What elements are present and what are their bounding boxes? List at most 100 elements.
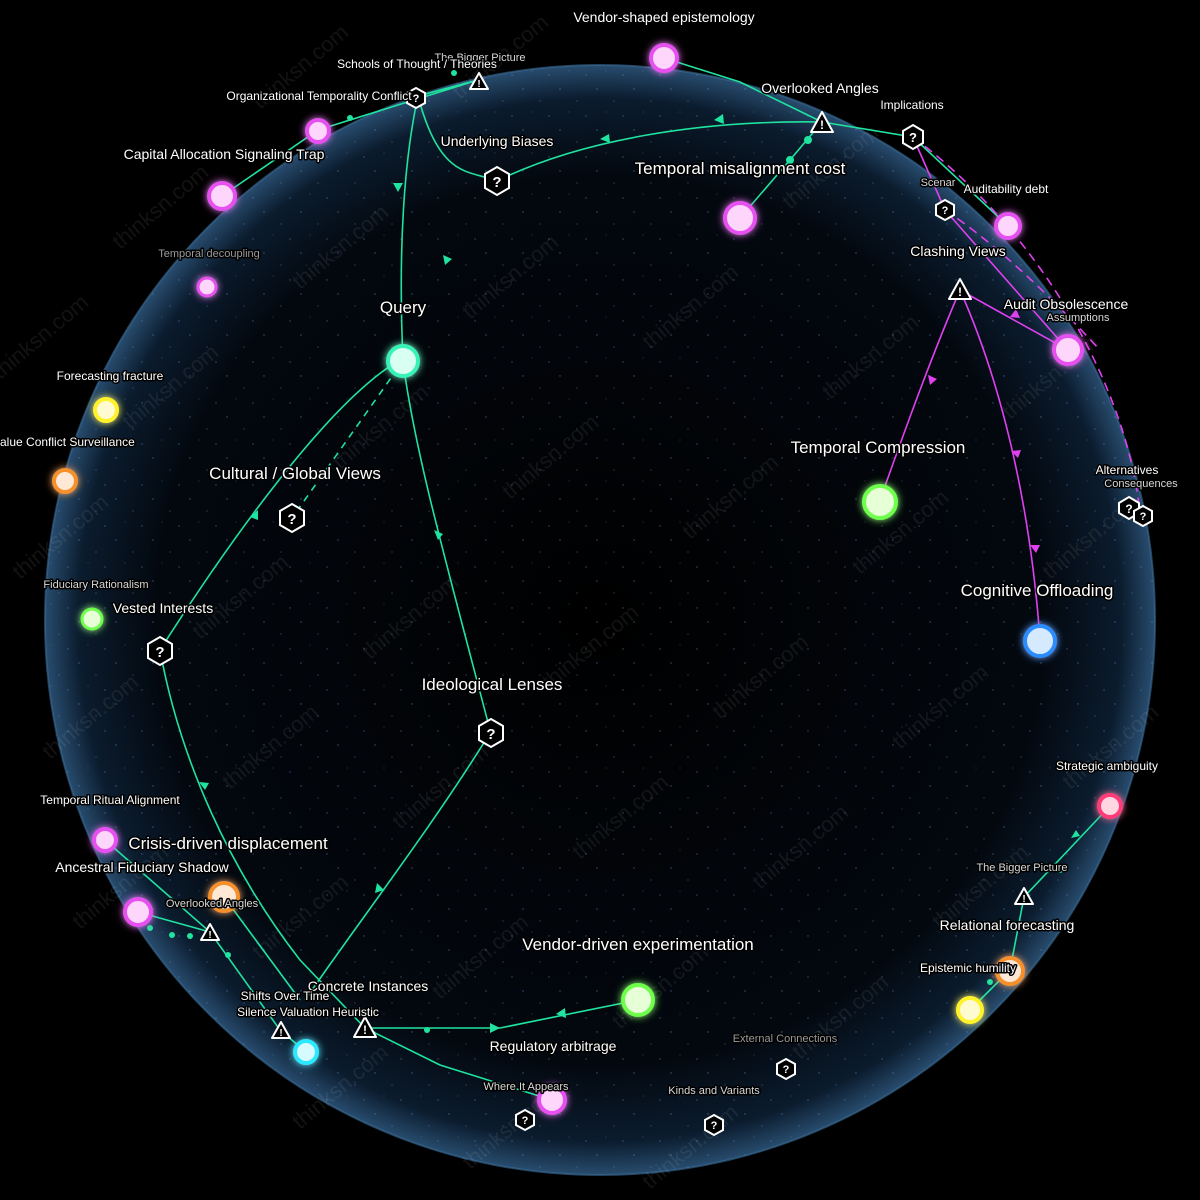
- label-value-conflict-surveillance[interactable]: alue Conflict Surveillance: [0, 434, 137, 451]
- label-cognitive-offloading[interactable]: Cognitive Offloading: [959, 580, 1115, 602]
- label-vendor-shaped-epistemology[interactable]: Vendor-shaped epistemology: [572, 8, 756, 27]
- label-overlooked-angles-bottom[interactable]: Overlooked Angles: [164, 897, 260, 912]
- label-external-connections[interactable]: External Connections: [731, 1032, 839, 1047]
- label-clashing-views[interactable]: Clashing Views: [909, 242, 1007, 261]
- warning-triangle-icon[interactable]: !: [810, 111, 834, 133]
- label-overlooked-angles-top[interactable]: Overlooked Angles: [760, 79, 881, 98]
- node-relational-forecasting[interactable]: [995, 956, 1025, 986]
- node-query[interactable]: [386, 344, 420, 378]
- question-hex-icon[interactable]: ?: [406, 86, 426, 110]
- node-temporal-compression[interactable]: [862, 484, 898, 520]
- label-the-bigger-picture-top[interactable]: The Bigger Picture: [433, 51, 527, 66]
- svg-text:?: ?: [1125, 502, 1132, 516]
- label-epistemic-humility[interactable]: Epistemic humility: [918, 960, 1017, 977]
- edge: [879, 289, 961, 501]
- label-fiduciary-rationalism[interactable]: Fiduciary Rationalism: [42, 578, 150, 593]
- label-crisis-driven-displacement[interactable]: Crisis-driven displacement: [127, 833, 330, 855]
- label-scenarios[interactable]: Scenar: [919, 176, 957, 191]
- label-vested-interests[interactable]: Vested Interests: [111, 599, 214, 618]
- node-silence-valuation-heuristic[interactable]: [293, 1039, 319, 1065]
- label-where-it-appears[interactable]: Where It Appears: [482, 1080, 570, 1095]
- node-capital-allocation-signaling-trap[interactable]: [207, 181, 237, 211]
- label-concrete-instances[interactable]: Concrete Instances: [306, 977, 430, 996]
- node-temporal-decoupling[interactable]: [196, 276, 218, 298]
- question-hex-icon[interactable]: ?: [478, 717, 504, 749]
- node-temporal-misalignment-cost[interactable]: [723, 201, 757, 235]
- question-hex-icon[interactable]: ?: [935, 198, 955, 222]
- label-query[interactable]: Query: [378, 297, 428, 319]
- label-alternatives[interactable]: Alternatives: [1094, 462, 1160, 479]
- edge: [400, 95, 419, 361]
- node-value-conflict-surveillance[interactable]: [52, 468, 78, 494]
- node-audit-obsolescence[interactable]: [1052, 334, 1084, 366]
- question-hex-icon[interactable]: ?: [902, 123, 924, 151]
- arrow-marker: [490, 1023, 500, 1033]
- label-temporal-compression[interactable]: Temporal Compression: [789, 437, 967, 459]
- label-consequences[interactable]: Consequences: [1103, 477, 1180, 492]
- junction-dot: [786, 156, 794, 164]
- node-cognitive-offloading[interactable]: [1023, 624, 1057, 658]
- warning-triangle-icon[interactable]: !: [948, 278, 972, 300]
- edge: [663, 57, 823, 123]
- node-crisis-driven-displacement[interactable]: [208, 881, 240, 913]
- edge: [223, 896, 301, 1001]
- edge-arrows: [199, 114, 1080, 1033]
- node-vendor-shaped-epistemology[interactable]: [649, 43, 679, 73]
- warning-triangle-icon[interactable]: !: [353, 1016, 377, 1038]
- arrow-marker: [600, 134, 610, 143]
- question-hex-icon[interactable]: ?: [515, 1108, 535, 1132]
- node-regulatory-arbitrage[interactable]: [537, 1085, 567, 1115]
- label-ideological-lenses[interactable]: Ideological Lenses: [420, 674, 564, 696]
- question-hex-icon[interactable]: ?: [484, 165, 510, 197]
- edge: [402, 361, 491, 731]
- node-temporal-ritual-alignment[interactable]: [92, 827, 118, 853]
- label-schools-of-thought[interactable]: Schools of Thought / Theories: [336, 56, 499, 73]
- label-temporal-decoupling[interactable]: Temporal decoupling: [157, 247, 262, 262]
- label-capital-allocation-signaling-trap[interactable]: Capital Allocation Signaling Trap: [122, 145, 326, 164]
- label-assumptions[interactable]: Assumptions: [1045, 311, 1111, 326]
- question-hex-icon[interactable]: ?: [1133, 504, 1153, 528]
- svg-text:?: ?: [492, 174, 501, 191]
- label-strategic-ambiguity[interactable]: Strategic ambiguity: [1054, 758, 1159, 775]
- warning-triangle-icon[interactable]: !: [200, 923, 220, 941]
- label-vendor-driven-experimentation[interactable]: Vendor-driven experimentation: [521, 934, 756, 956]
- label-relational-forecasting[interactable]: Relational forecasting: [938, 916, 1076, 935]
- svg-text:!: !: [820, 118, 824, 132]
- node-ancestral-fiduciary-shadow[interactable]: [123, 897, 153, 927]
- junction-dot: [424, 1027, 430, 1033]
- node-strategic-ambiguity[interactable]: [1097, 793, 1123, 819]
- label-temporal-ritual-alignment[interactable]: Temporal Ritual Alignment: [39, 792, 182, 809]
- warning-triangle-icon[interactable]: !: [271, 1021, 291, 1039]
- node-fiduciary-rationalism[interactable]: [80, 607, 104, 631]
- label-audit-obsolescence[interactable]: Audit Obsolescence: [1002, 295, 1130, 314]
- node-auditability-debt[interactable]: [994, 212, 1022, 240]
- label-organizational-temporality-conflict[interactable]: Organizational Temporality Conflict: [225, 88, 414, 105]
- label-regulatory-arbitrage[interactable]: Regulatory arbitrage: [488, 1037, 618, 1056]
- label-forecasting-fracture[interactable]: Forecasting fracture: [55, 368, 165, 385]
- label-shifts-over-time[interactable]: Shifts Over Time: [239, 988, 331, 1005]
- question-hex-icon[interactable]: ?: [776, 1057, 796, 1081]
- warning-markers: ! ! ! ! ! ! !: [200, 72, 1034, 1039]
- question-hex-icon[interactable]: ?: [279, 502, 305, 534]
- label-kinds-and-variants[interactable]: Kinds and Variants: [667, 1084, 762, 1099]
- label-auditability-debt[interactable]: Auditability debt: [962, 181, 1050, 198]
- node-forecasting-fracture[interactable]: [93, 397, 119, 423]
- junction-dot: [347, 115, 353, 121]
- label-cultural-global-views[interactable]: Cultural / Global Views: [208, 463, 383, 485]
- label-the-bigger-picture-right[interactable]: The Bigger Picture: [975, 861, 1069, 876]
- edge: [364, 1027, 553, 1101]
- label-underlying-biases[interactable]: Underlying Biases: [439, 132, 555, 151]
- question-hex-icon[interactable]: ?: [147, 635, 173, 667]
- label-silence-valuation-heuristic[interactable]: Silence Valuation Heuristic: [236, 1004, 381, 1021]
- warning-triangle-icon[interactable]: !: [469, 72, 489, 90]
- warning-triangle-icon[interactable]: !: [1014, 887, 1034, 905]
- label-implications[interactable]: Implications: [879, 97, 945, 114]
- node-epistemic-humility[interactable]: [956, 996, 984, 1024]
- node-vendor-driven-experimentation[interactable]: [621, 983, 655, 1017]
- question-hex-icon[interactable]: ?: [704, 1113, 724, 1137]
- label-temporal-misalignment-cost[interactable]: Temporal misalignment cost: [633, 158, 847, 180]
- node-organizational-temporality-conflict[interactable]: [305, 118, 331, 144]
- label-ancestral-fiduciary-shadow[interactable]: Ancestral Fiduciary Shadow: [54, 858, 231, 877]
- svg-text:?: ?: [522, 1115, 529, 1127]
- arrow-marker: [434, 530, 443, 540]
